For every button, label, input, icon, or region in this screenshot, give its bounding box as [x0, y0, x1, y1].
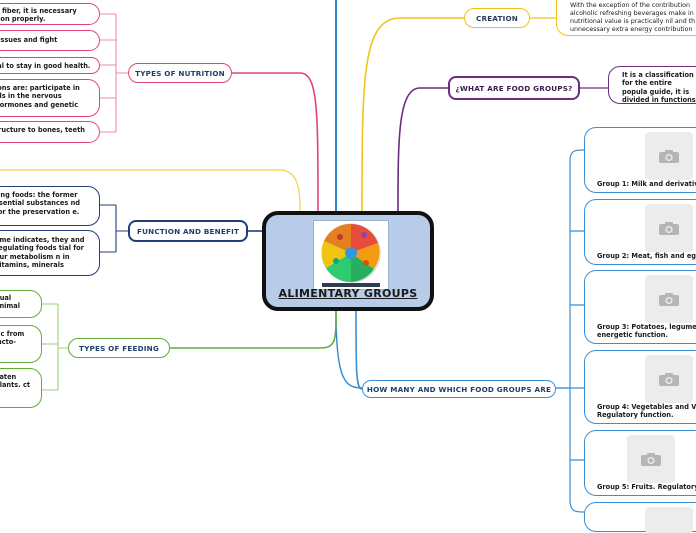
connection-lines [0, 0, 608, 513]
group-card-3[interactable]: Group 3: Potatoes, legumes energetic fun… [584, 270, 696, 344]
branch-types-nutrition-label: TYPES OF NUTRITION [135, 68, 225, 78]
branch-creation[interactable]: CREATION [464, 8, 530, 28]
group-2-caption: Group 2: Meat, fish and egg [597, 251, 696, 260]
branch-function-benefit-label: FUNCTION AND BENEFIT [136, 226, 240, 236]
branch-types-feeding-label: TYPES OF FEEDING [79, 343, 159, 353]
camera-icon [659, 221, 679, 235]
nutrition-item-5[interactable]: tructure to bones, teeth [0, 121, 100, 143]
what-are-description[interactable]: It is a classification for the entire po… [608, 66, 696, 104]
group-2-image [645, 204, 693, 252]
group-4-caption: Group 4: Vegetables and Ve Regulatory fu… [597, 402, 696, 419]
group-card-4[interactable]: Group 4: Vegetables and Ve Regulatory fu… [584, 350, 696, 424]
group-card-6[interactable] [584, 502, 696, 533]
branch-creation-label: CREATION [475, 13, 519, 23]
group-6-image [645, 507, 693, 533]
branch-what-are-food-groups[interactable]: ¿WHAT ARE FOOD GROUPS? [448, 76, 580, 100]
camera-icon [659, 292, 679, 306]
group-card-2[interactable]: Group 2: Meat, fish and egg [584, 199, 696, 265]
function-item-1[interactable]: ting foods: the former ssential substanc… [0, 186, 100, 226]
nutrition-item-2[interactable]: tissues and fight [0, 30, 100, 51]
creation-description[interactable]: With the exception of the contribution a… [556, 0, 696, 36]
branch-types-of-feeding[interactable]: TYPES OF FEEDING [68, 338, 170, 358]
camera-icon [659, 149, 679, 163]
nutrition-item-1[interactable]: n fiber, it is necessary tion properly. [0, 3, 100, 25]
branch-types-of-nutrition[interactable]: TYPES OF NUTRITION [128, 63, 232, 83]
central-title: ALIMENTARY GROUPS [278, 287, 418, 300]
nutrition-item-4[interactable]: ions are: participate in als in the nerv… [0, 79, 100, 117]
group-3-image [645, 275, 693, 323]
plate-icon [321, 223, 381, 287]
group-card-5[interactable]: Group 5: Fruits. Regulatory [584, 430, 696, 496]
group-card-1[interactable]: Group 1: Milk and derivative [584, 127, 696, 193]
group-5-image [627, 435, 675, 483]
branch-what-are-label: ¿WHAT ARE FOOD GROUPS? [455, 83, 573, 93]
food-plate-image [313, 220, 389, 290]
group-1-image [645, 132, 693, 180]
feeding-item-2[interactable]: r c from lacto- [0, 325, 42, 363]
group-5-caption: Group 5: Fruits. Regulatory [597, 482, 696, 491]
branch-function-and-benefit[interactable]: FUNCTION AND BENEFIT [128, 220, 248, 242]
nutrition-item-3[interactable]: ial to stay in good health. [0, 57, 100, 74]
group-1-caption: Group 1: Milk and derivative [597, 179, 696, 188]
feeding-item-3[interactable]: eaten plants. ct [0, 368, 42, 408]
feeding-item-1[interactable]: dual animal [0, 290, 42, 318]
central-topic[interactable]: ALIMENTARY GROUPS [262, 211, 434, 311]
group-3-caption: Group 3: Potatoes, legumes energetic fun… [597, 322, 696, 339]
branch-how-many-food-groups[interactable]: HOW MANY AND WHICH FOOD GROUPS ARE [362, 380, 556, 398]
function-item-2[interactable]: ame indicates, they and regulating foods… [0, 230, 100, 276]
group-4-image [645, 355, 693, 403]
branch-how-many-label: HOW MANY AND WHICH FOOD GROUPS ARE [366, 384, 552, 394]
camera-icon [641, 452, 661, 466]
camera-icon [659, 372, 679, 386]
